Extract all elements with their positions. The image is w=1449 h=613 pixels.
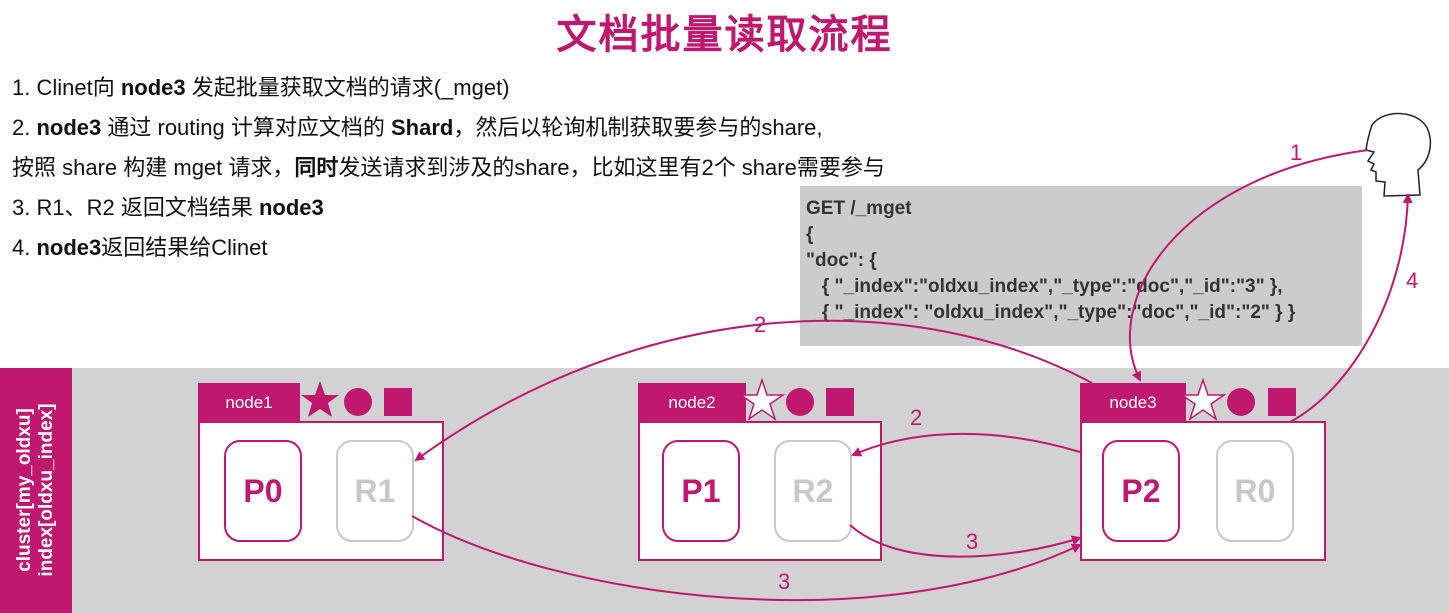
step-text: 3. R1、R2 返回文档结果 (12, 195, 259, 220)
step-text: 按照 share 构建 mget 请求， (12, 155, 295, 180)
arrow-label-2-top: 2 (754, 312, 767, 337)
node1-box: P0 R1 (198, 421, 444, 561)
step-keyword: node3 (36, 115, 102, 140)
code-line: GET /_mget (806, 198, 912, 219)
arrow-label-3-bottom: 3 (778, 569, 791, 594)
step-line: 2. node3 通过 routing 计算对应文档的 Shard，然后以轮询机… (12, 108, 885, 148)
code-line: { "_index":"oldxu_index","_type":"doc","… (806, 276, 1283, 297)
node3-circle-icon (1227, 388, 1255, 416)
step-line: 4. node3返回结果给Clinet (12, 228, 885, 268)
code-line: { (806, 224, 814, 245)
arrow-step1 (1129, 149, 1369, 382)
step-line: 3. R1、R2 返回文档结果 node3 (12, 188, 885, 228)
node2-square-icon (826, 388, 854, 416)
step-text: 返回结果给Clinet (101, 235, 268, 260)
arrow-label-3-mid: 3 (966, 529, 979, 554)
node3-box: P2 R0 (1080, 421, 1326, 561)
step-line: 按照 share 构建 mget 请求，同时发送请求到涉及的share，比如这里… (12, 148, 885, 188)
arrow-label-1: 1 (1290, 140, 1303, 165)
code-line: "doc": { (806, 250, 877, 271)
node2-box: P1 R2 (638, 421, 882, 561)
shard-r0: R0 (1216, 440, 1294, 542)
shard-p2: P2 (1102, 440, 1180, 542)
step-keyword: node3 (36, 235, 102, 260)
step-text: 4. (12, 235, 37, 260)
step-text: 2. (12, 115, 37, 140)
node3-square-icon (1268, 388, 1296, 416)
step-text: ，然后以轮询机制获取要参与的share, (453, 115, 823, 140)
step-text: 发起批量获取文档的请求(_mget) (185, 75, 510, 100)
node1-square-icon (384, 388, 412, 416)
step-text: 发送请求到涉及的share，比如这里有2个 share需要参与 (338, 155, 885, 180)
step-keyword: node3 (120, 75, 186, 100)
shard-r2: R2 (774, 440, 852, 542)
mget-request-code: GET /_mget { "doc": { { "_index":"oldxu_… (800, 186, 1362, 346)
client-head-icon (1365, 112, 1432, 197)
node1-circle-icon (344, 388, 372, 416)
code-line: { "_index": "oldxu_index","_type":"doc",… (806, 302, 1296, 323)
arrow-step4 (1289, 193, 1413, 423)
node1-tab: node1 (198, 383, 300, 423)
shard-p0: P0 (224, 440, 302, 542)
step-line: 1. Clinet向 node3 发起批量获取文档的请求(_mget) (12, 68, 885, 108)
cluster-label: cluster[my_oldxu] index[oldxu_index] (0, 368, 72, 613)
steps-list: 1. Clinet向 node3 发起批量获取文档的请求(_mget) 2. n… (12, 68, 885, 268)
step-keyword: node3 (258, 195, 324, 220)
node2-circle-icon (786, 388, 814, 416)
page-title: 文档批量读取流程 (556, 13, 893, 57)
step-keyword: 同时 (294, 155, 339, 180)
node2-star-icon (738, 377, 786, 421)
step-text: 1. Clinet向 (12, 75, 121, 100)
arrow-step2-to-r1 (414, 319, 1093, 462)
node3-tab: node3 (1080, 383, 1186, 423)
node1-star-icon (301, 381, 339, 417)
shard-r1: R1 (336, 440, 414, 542)
shard-p1: P1 (662, 440, 740, 542)
arrow-label-2-mid: 2 (910, 405, 923, 430)
arrow-label-4: 4 (1406, 268, 1419, 293)
step-keyword: Shard (390, 115, 454, 140)
arrow-step3-from-r1 (411, 515, 1082, 602)
node3-star-icon (1179, 377, 1227, 421)
node2-tab: node2 (638, 383, 746, 423)
step-text: 通过 routing 计算对应文档的 (101, 115, 391, 140)
arrow-step3-from-r2 (849, 524, 1082, 558)
arrow-step2-to-r2 (851, 432, 1081, 457)
